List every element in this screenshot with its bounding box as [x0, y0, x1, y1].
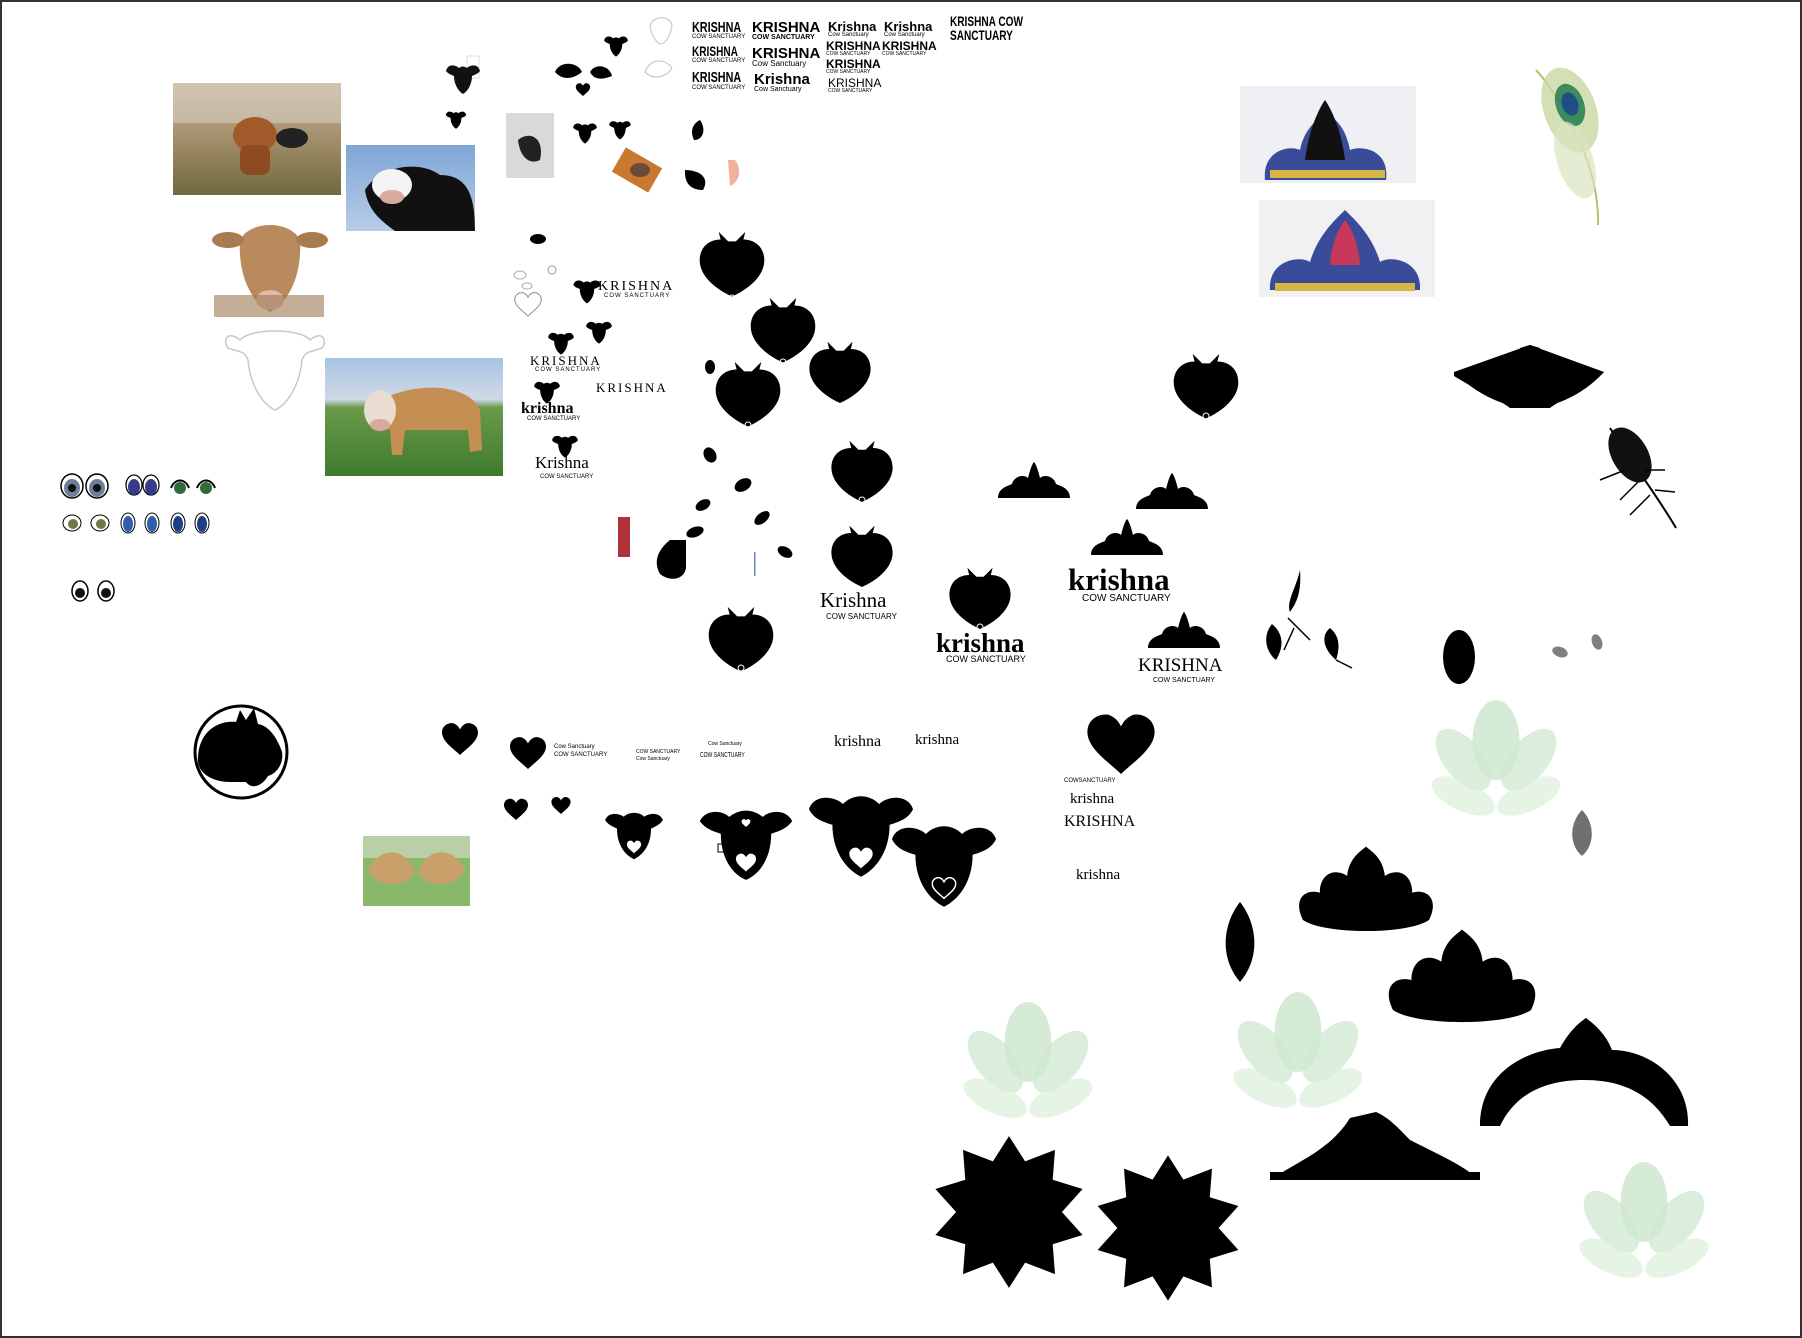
photo-crown-2 [1259, 200, 1435, 297]
wordmark-bold-9: KRISHNA [882, 39, 937, 53]
tagline-bold-3: Cow Sanctuary [754, 86, 802, 93]
wordmark-heart-logo-1: Krishna [820, 588, 887, 612]
photo-crown-1 [1240, 86, 1416, 183]
photo-cow-outline [224, 330, 326, 411]
tagline-bold-2: Cow Sanctuary [752, 59, 807, 68]
photo-cow-tilted [611, 147, 663, 193]
wordmark-regular-7: KRISHNA [828, 76, 882, 90]
wordmark-bold-8: Krishna [884, 19, 933, 34]
cow-badge-icon [193, 704, 289, 800]
petal-drops [618, 120, 793, 576]
tagline-condensed-1: COW SANCTUARY [692, 34, 746, 40]
tagline-heart-2b: Cow Sanctuary [636, 756, 670, 762]
tagline-heart-2a: COW SANCTUARY [636, 749, 681, 755]
tagline-spaced-2: COW SANCTUARY [535, 367, 602, 373]
wordmark-stacked: KRISHNA COW SANCTUARY [950, 13, 1023, 43]
wordmark-bold-6: KRISHNA [826, 57, 881, 71]
tagline-heart-3a: Cow Sanctuary [708, 741, 742, 747]
tagline-heart-1b: COW SANCTUARY [554, 752, 608, 758]
wordmark-serif-bold: krishna [521, 400, 574, 417]
cow-face-heart-nose-icon [605, 796, 996, 907]
wordmark-serif-lower-1: krishna [834, 733, 882, 750]
wordmark-bold-2: KRISHNA [752, 45, 821, 62]
photo-brown-white-cow [325, 358, 503, 476]
peacock-feather-black-icon [1599, 427, 1677, 529]
tagline-condensed-2: COW SANCTUARY [692, 58, 746, 64]
photo-holstein-cow [346, 145, 475, 231]
heart-icon [442, 714, 1155, 820]
tagline-bold-9: COW SANCTUARY [882, 51, 927, 57]
wordmark-condensed-1: KRISHNA [692, 19, 742, 36]
tagline-tight: COWSANCTUARY [1064, 778, 1116, 784]
tagline-heart-logo-1: COW SANCTUARY [826, 612, 897, 621]
tagline-heart-logo-2: COW SANCTUARY [946, 654, 1026, 664]
wordmark-bold-1: KRISHNA [752, 19, 821, 36]
heart-cow-logo-icon [656, 170, 1239, 672]
cow-eyes-icon [60, 473, 216, 602]
wordmark-serif-lower-2: krishna [915, 732, 960, 748]
tagline-crown-logo-1: COW SANCTUARY [1082, 593, 1171, 604]
tagline-bold-6: COW SANCTUARY [826, 69, 871, 75]
peacock-feather-color-icon [1535, 67, 1600, 226]
cow-head-icon [445, 17, 673, 458]
wordmark-spaced-3: KRISHNA [596, 380, 668, 395]
tagline-serif-bold: COW SANCTUARY [527, 416, 581, 422]
flame-sprig-icon [1225, 570, 1603, 982]
tagline-bold-5: COW SANCTUARY [826, 51, 871, 57]
wordmark-bold-4: Krishna [828, 19, 877, 34]
wordmark-serif-upper: KRISHNA [1064, 813, 1136, 830]
crown-icon [998, 345, 1604, 648]
wordmark-crown-logo-2: KRISHNA [1138, 655, 1223, 676]
photo-jersey-cow [212, 213, 328, 317]
lotus-icon [935, 846, 1689, 1301]
tagline-regular-7: COW SANCTUARY [828, 88, 873, 94]
wordmark-bold-5: KRISHNA [826, 39, 881, 53]
wordmark-condensed-3: KRISHNA [692, 69, 742, 86]
wordmark-crown-logo-1: krishna [1068, 562, 1170, 597]
wordmark-condensed-2: KRISHNA [692, 43, 738, 59]
tagline-condensed-3: COW SANCTUARY [692, 85, 746, 91]
tagline-heart-1a: Cow Sanctuary [554, 744, 595, 750]
wordmark-serif-lower-3: krishna [1070, 791, 1115, 807]
tagline-bold-8: Cow Sanctuary [884, 32, 925, 38]
wordmark-spaced-1: KRISHNA [598, 279, 675, 294]
wordmark-serif-title: Krishna [535, 453, 589, 472]
photo-highland-calf [173, 83, 341, 195]
wordmark-serif-lower-4: krishna [1076, 867, 1121, 883]
tagline-spaced-1: COW SANCTUARY [604, 293, 671, 299]
wordmark-spaced-2: KRISHNA [530, 353, 602, 368]
tagline-heart-3b: COW SANCTUARY [700, 752, 745, 759]
tagline-bold-4: Cow Sanctuary [828, 32, 869, 38]
wordmark-heart-logo-2: krishna [936, 628, 1025, 658]
tagline-crown-logo-2: COW SANCTUARY [1153, 677, 1216, 684]
photo-two-cows-nuzzling [363, 836, 470, 906]
outline-marks [513, 234, 557, 317]
photo-small-cow-crop [506, 113, 554, 178]
tagline-serif-title: COW SANCTUARY [540, 474, 594, 480]
wordmark-bold-3: Krishna [754, 71, 810, 88]
tagline-bold-1: COW SANCTUARY [752, 34, 815, 41]
